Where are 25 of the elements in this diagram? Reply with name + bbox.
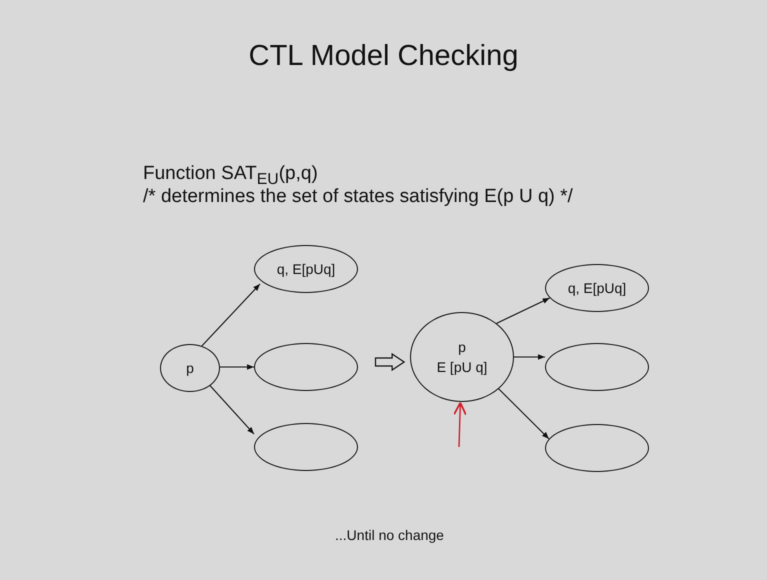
empty-state-ellipse <box>545 424 649 472</box>
footnote-text: ...Until no change <box>335 527 444 543</box>
arrow <box>496 297 550 324</box>
state-label: q, E[pUq] <box>276 260 336 279</box>
state-ellipse <box>160 344 220 392</box>
code-text: Function SAT$_{EU}$(p,q) <box>143 163 318 188</box>
arrow <box>220 364 254 370</box>
arrow <box>201 284 260 346</box>
arrow <box>514 354 545 360</box>
state-label: q, E[pUq] <box>568 279 626 298</box>
empty-state-ellipse <box>545 343 649 391</box>
block-arrow <box>374 352 406 372</box>
code-text: /* determines the set of states satisfying E(p U q) */ <box>143 186 573 208</box>
arrow <box>210 385 254 434</box>
slide-title: CTL Model Checking <box>248 40 520 73</box>
state-ellipse <box>410 312 514 402</box>
state-label: E [pU q] <box>436 358 488 377</box>
state-ellipse <box>254 245 358 293</box>
state-ellipse <box>545 264 649 312</box>
empty-state-ellipse <box>254 423 358 471</box>
arrow <box>498 388 550 440</box>
hand-drawn-arrow <box>453 402 467 448</box>
state-label: p <box>458 338 466 357</box>
empty-state-ellipse <box>254 343 358 391</box>
state-label: p <box>186 359 194 378</box>
